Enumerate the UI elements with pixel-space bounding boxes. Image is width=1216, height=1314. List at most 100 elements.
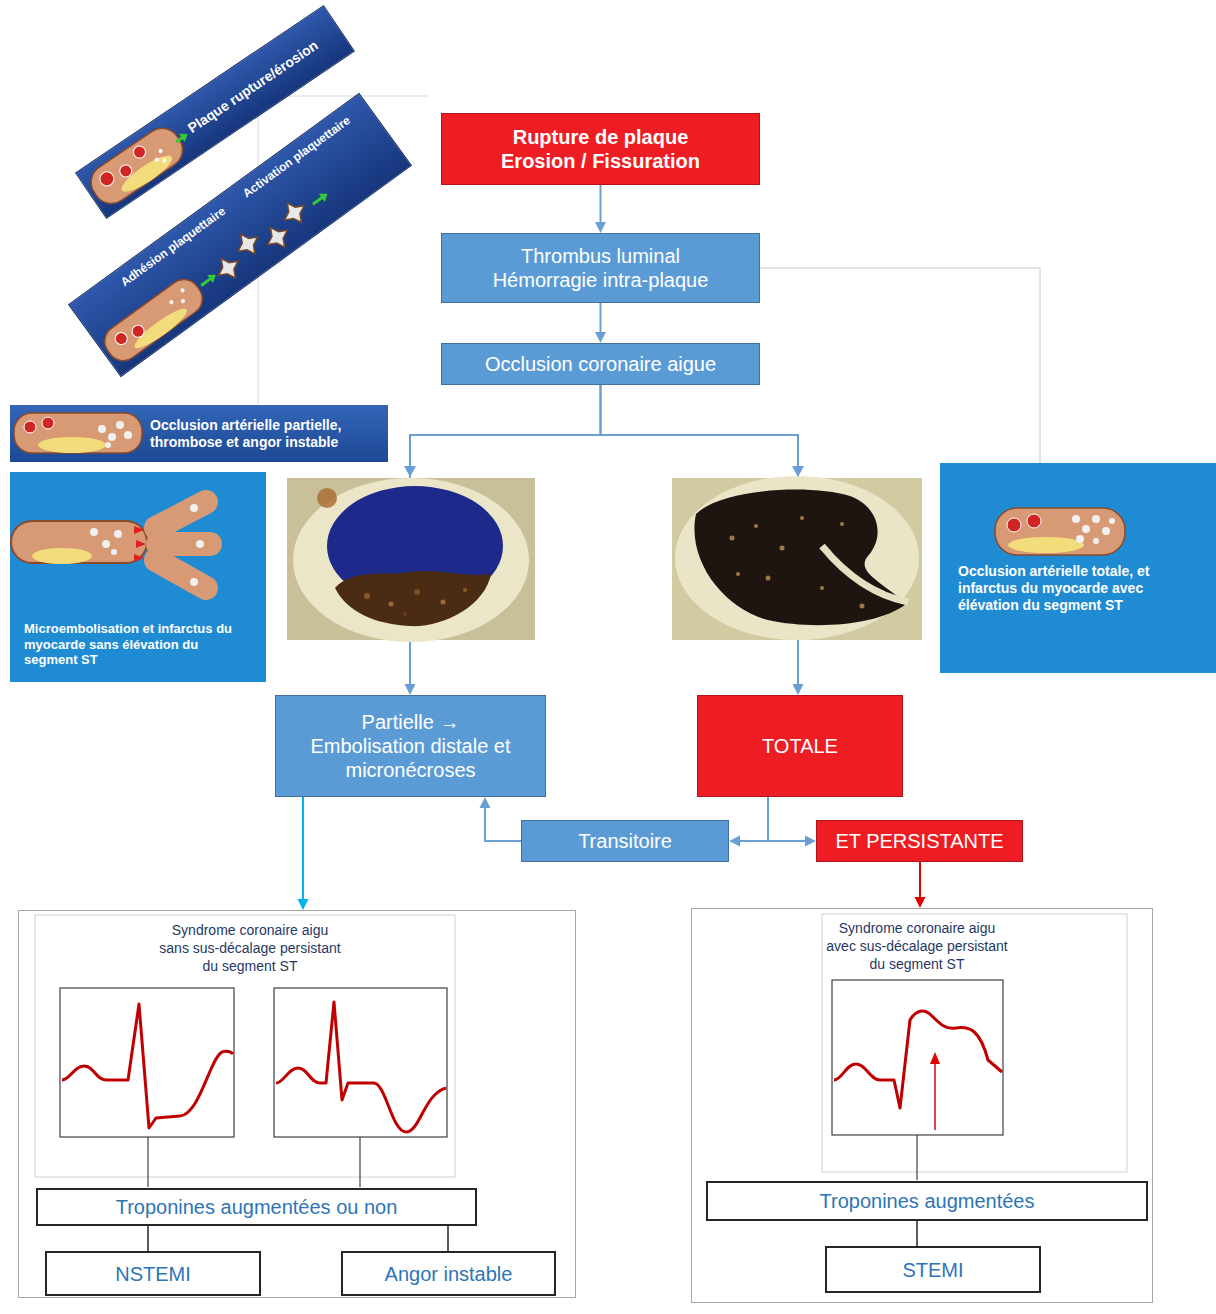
microembolisation-illustration bbox=[156, 502, 206, 528]
platelet-illustration bbox=[261, 221, 295, 255]
artery-illustration bbox=[105, 442, 111, 448]
leader-line bbox=[147, 1137, 148, 1187]
microembolisation-illustration bbox=[156, 560, 206, 588]
ecg-frame bbox=[832, 980, 1003, 1135]
arrow-head bbox=[595, 222, 606, 233]
process-box: Transitoire bbox=[521, 820, 729, 862]
syndrome-panel: Syndrome coronaire aigu sans sus-décalag… bbox=[18, 910, 576, 1298]
platelet-illustration bbox=[169, 299, 175, 305]
thrombus-photo bbox=[317, 488, 337, 508]
artery-illustration bbox=[1007, 518, 1021, 532]
box-label: Microembolisation et infarctus du myocar… bbox=[24, 621, 254, 668]
connector bbox=[729, 797, 768, 847]
syndrome-panel: Syndrome coronaire aigu avec sus-décalag… bbox=[691, 908, 1153, 1303]
microembolisation-illustration bbox=[134, 554, 144, 562]
microembolisation-illustration bbox=[102, 540, 110, 548]
connector-line bbox=[302, 797, 304, 904]
process-box: Thrombus luminal Hémorragie intra-plaque bbox=[441, 233, 760, 303]
microembolisation-illustration bbox=[32, 548, 92, 564]
artery-illustration bbox=[97, 169, 116, 188]
connector-line bbox=[916, 1221, 918, 1246]
connector-line bbox=[735, 797, 768, 841]
platelet-illustration bbox=[212, 251, 246, 285]
thrombus-photo bbox=[840, 522, 844, 526]
platelet-illustration bbox=[180, 298, 186, 304]
platelet-illustration bbox=[69, 93, 413, 377]
platelet-illustration bbox=[231, 227, 265, 261]
box-label: TOTALE bbox=[762, 734, 838, 758]
artery-illustration bbox=[124, 431, 132, 439]
arrow-head bbox=[915, 897, 926, 908]
result-box: Troponines augmentées bbox=[706, 1181, 1148, 1221]
box-label: Plaque rupture/érosion bbox=[185, 37, 321, 137]
platelet-illustration bbox=[319, 190, 331, 202]
microembolisation-illustration bbox=[196, 540, 204, 548]
arrow-head bbox=[480, 797, 491, 808]
connector bbox=[917, 1221, 918, 1246]
box-label: Troponines augmentées bbox=[820, 1189, 1035, 1213]
microembolisation-illustration bbox=[111, 549, 117, 555]
box-label: NSTEMI bbox=[115, 1262, 191, 1286]
artery-illustration bbox=[158, 148, 164, 154]
process-box: Occlusion coronaire aigue bbox=[441, 343, 760, 385]
st-elevation-arrow bbox=[934, 1062, 936, 1130]
leader-line bbox=[359, 1137, 360, 1187]
artery-illustration bbox=[1093, 538, 1099, 544]
leader-line bbox=[916, 1135, 917, 1180]
connector-line bbox=[600, 303, 602, 337]
thrombus-photo bbox=[414, 589, 420, 595]
artery-illustration bbox=[42, 417, 54, 429]
platelet-illustration bbox=[207, 271, 219, 283]
connector bbox=[480, 797, 522, 841]
artery-illustration bbox=[117, 150, 176, 197]
thrombus-photo bbox=[672, 466, 922, 640]
diagnosis-box: NSTEMI bbox=[45, 1251, 261, 1296]
thrombus bbox=[335, 571, 491, 626]
box-label: Occlusion artérielle totale, et infarctu… bbox=[958, 563, 1198, 613]
process-box: ET PERSISTANTE bbox=[816, 820, 1023, 862]
artery-illustration bbox=[14, 413, 142, 453]
ecg-trace bbox=[62, 1004, 233, 1128]
process-box: Partielle → Embolisation distale et micr… bbox=[275, 695, 546, 797]
box-label: Activation plaquettaire bbox=[240, 113, 353, 201]
artery-illustration bbox=[995, 508, 1125, 555]
arrow-head bbox=[405, 684, 416, 695]
artery-illustration bbox=[117, 163, 134, 180]
diagnosis-box: Angor instable bbox=[341, 1251, 556, 1296]
ecg-frame bbox=[60, 988, 234, 1137]
artery-illustration bbox=[38, 437, 106, 453]
thrombus-photo bbox=[766, 576, 771, 581]
arrow-head bbox=[298, 899, 309, 910]
microembolisation-illustration bbox=[136, 540, 146, 548]
arrow-head bbox=[805, 836, 816, 847]
artery-illustration bbox=[154, 157, 160, 163]
connector bbox=[595, 185, 606, 233]
artery-illustration bbox=[108, 433, 116, 441]
artery-wall bbox=[675, 476, 919, 640]
box-label: STEMI bbox=[902, 1258, 963, 1282]
platelet-illustration bbox=[180, 288, 186, 294]
platelet-illustration bbox=[98, 273, 208, 367]
artery-illustration bbox=[98, 425, 106, 433]
connector bbox=[298, 797, 309, 910]
arrow-head bbox=[404, 466, 416, 477]
figure-frame bbox=[35, 915, 455, 1177]
artery-illustration bbox=[116, 421, 124, 429]
thrombus-photo bbox=[860, 604, 865, 609]
platelet-illustration bbox=[201, 278, 211, 285]
box-label: Partielle → Embolisation distale et micr… bbox=[306, 710, 516, 782]
platelet-illustration bbox=[278, 196, 312, 230]
arrow-head bbox=[792, 466, 804, 477]
plaque-flap bbox=[822, 546, 908, 602]
illustrated-panel: Adhésion plaquettaireActivation plaquett… bbox=[68, 93, 412, 377]
connector bbox=[448, 1226, 449, 1251]
artery-illustration bbox=[1076, 535, 1084, 543]
artery-illustration bbox=[1008, 537, 1084, 553]
thrombus-photo bbox=[754, 524, 758, 528]
thrombus-photo bbox=[780, 546, 785, 551]
ecg-trace bbox=[276, 1002, 446, 1132]
artery-illustration bbox=[1102, 527, 1110, 535]
thrombus-photo bbox=[389, 602, 394, 607]
thrombus-photo bbox=[441, 600, 446, 605]
